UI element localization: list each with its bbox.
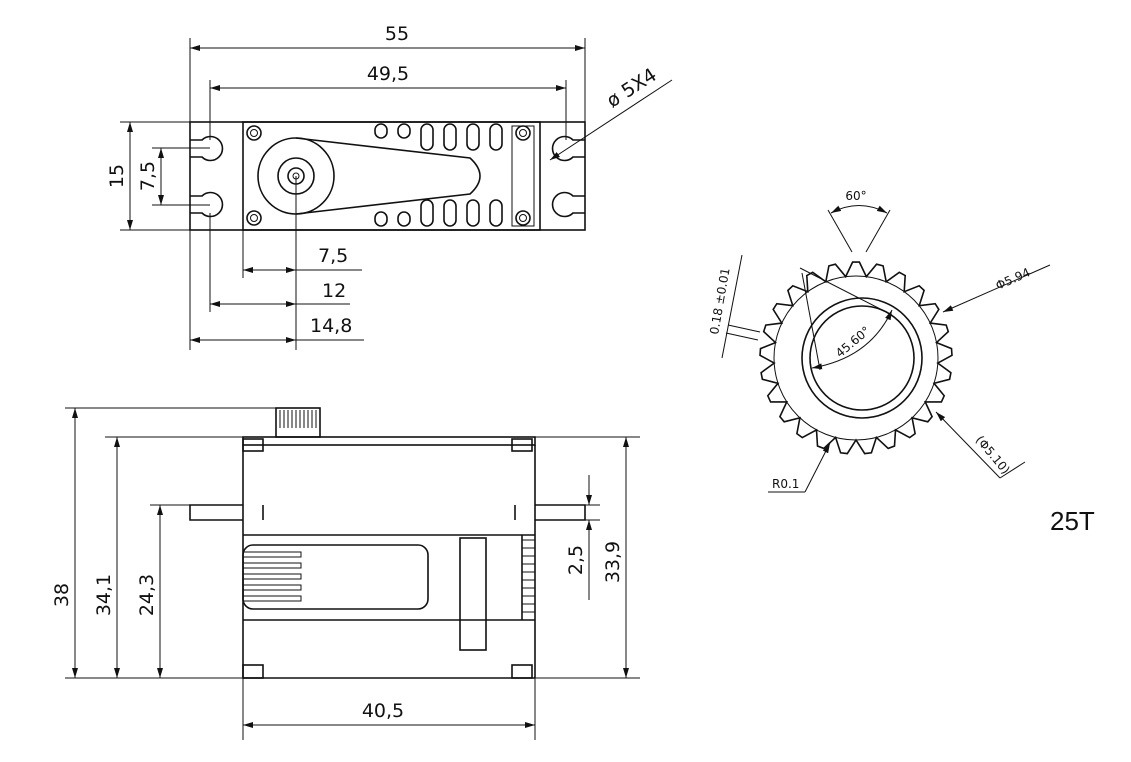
side-fin (242, 584, 302, 591)
dim-total-height-label: 38 (51, 583, 73, 607)
hub-outer (801, 297, 923, 419)
dim-case-width-label: 40,5 (362, 700, 404, 722)
dim-shaft-holes-label: 12 (322, 280, 346, 302)
side-fin (242, 573, 302, 580)
cooling-slot (374, 123, 388, 139)
side-fin (242, 551, 302, 558)
hub-inner (809, 305, 915, 411)
gear-detail: 60° Φ5.94 0.18 ±0.01 45.60° (Φ5.10) R0.1… (707, 189, 1095, 536)
dim-case-height-right-label: 33,9 (602, 541, 624, 583)
side-fin (242, 562, 302, 569)
root-radius-label: R0.1 (772, 477, 799, 491)
dim-case-height-label: 34,1 (93, 574, 115, 616)
cooling-slot (397, 211, 411, 227)
teeth-count-label: 25T (1050, 506, 1095, 536)
cooling-slot (443, 123, 457, 151)
spline-knurl (279, 410, 317, 428)
dim-flange-thickness-label: 2,5 (565, 545, 587, 575)
side-fin (242, 595, 302, 602)
case-outline (242, 121, 541, 231)
cooling-slot (420, 199, 434, 227)
servo-horn-arm (295, 137, 481, 215)
dim-shaft-case-label: 7,5 (318, 245, 348, 267)
dim-width-label: 55 (385, 23, 409, 45)
dim-shaft-edge-label: 14,8 (310, 315, 352, 337)
case-edge-rib (511, 125, 535, 227)
root-circle (773, 275, 939, 441)
mounting-holes (190, 135, 585, 218)
output-spline-side (275, 407, 321, 438)
cooling-slot (466, 199, 480, 227)
mounting-flange (189, 504, 586, 521)
dim-hole-vertical-label: 7,5 (137, 161, 159, 191)
outer-diameter-label: Φ5.94 (994, 265, 1033, 293)
cooling-slot (420, 123, 434, 151)
cooling-slots (374, 123, 503, 227)
cooling-slot (466, 123, 480, 151)
hole-callout-leader (549, 79, 673, 161)
side-boss (459, 537, 487, 651)
cooling-slot (397, 123, 411, 139)
side-fins (242, 539, 535, 613)
gear-teeth-profile (759, 261, 953, 455)
cooling-slot (489, 199, 503, 227)
case-screws (246, 125, 531, 226)
cooling-slot (374, 211, 388, 227)
hole-callout-label: ø 5X4 (603, 64, 661, 112)
tooth-angle-label: 60° (845, 189, 866, 203)
side-view: 38 34,1 24,3 2,5 33,9 40,5 (51, 407, 640, 740)
dim-flange-height-label: 24,3 (136, 574, 158, 616)
pitch-angle-label: 45.60° (833, 324, 873, 361)
case-label-area (242, 544, 429, 610)
dim-height-label: 15 (106, 164, 128, 188)
dim-hole-spacing-label: 49,5 (367, 63, 409, 85)
cooling-slot (489, 123, 503, 151)
cooling-slot (443, 199, 457, 227)
top-view: 55 49,5 ø 5X4 15 7,5 7,5 12 14,8 (106, 23, 673, 350)
